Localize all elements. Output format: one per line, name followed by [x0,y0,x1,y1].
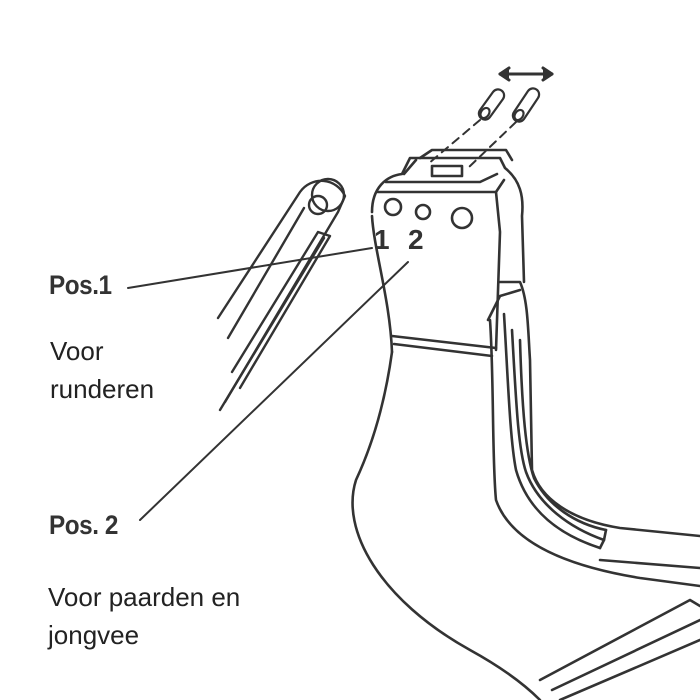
pos-2-description-line: Voor paarden en [48,582,241,612]
leader-lines [127,247,409,521]
bracket-body [351,148,700,700]
left-arm-part [216,177,347,412]
pos-2-description-line: jongvee [48,620,140,650]
pos-1-description-line: Voor [50,336,104,366]
hole-number-2: 2 [408,224,424,255]
pos-2-label: Pos. 2 [49,510,118,540]
pos-1-description-line: runderen [50,374,155,404]
hole-number-1: 1 [374,224,390,255]
pos-1-description: Voor runderen [50,332,154,408]
pin-guide-lines [427,119,517,169]
pos-2-description: Voor paarden en jongvee [48,578,240,654]
pos-1-label: Pos.1 [49,270,112,300]
double-arrow-icon [498,66,554,82]
pin-icon [477,87,541,123]
